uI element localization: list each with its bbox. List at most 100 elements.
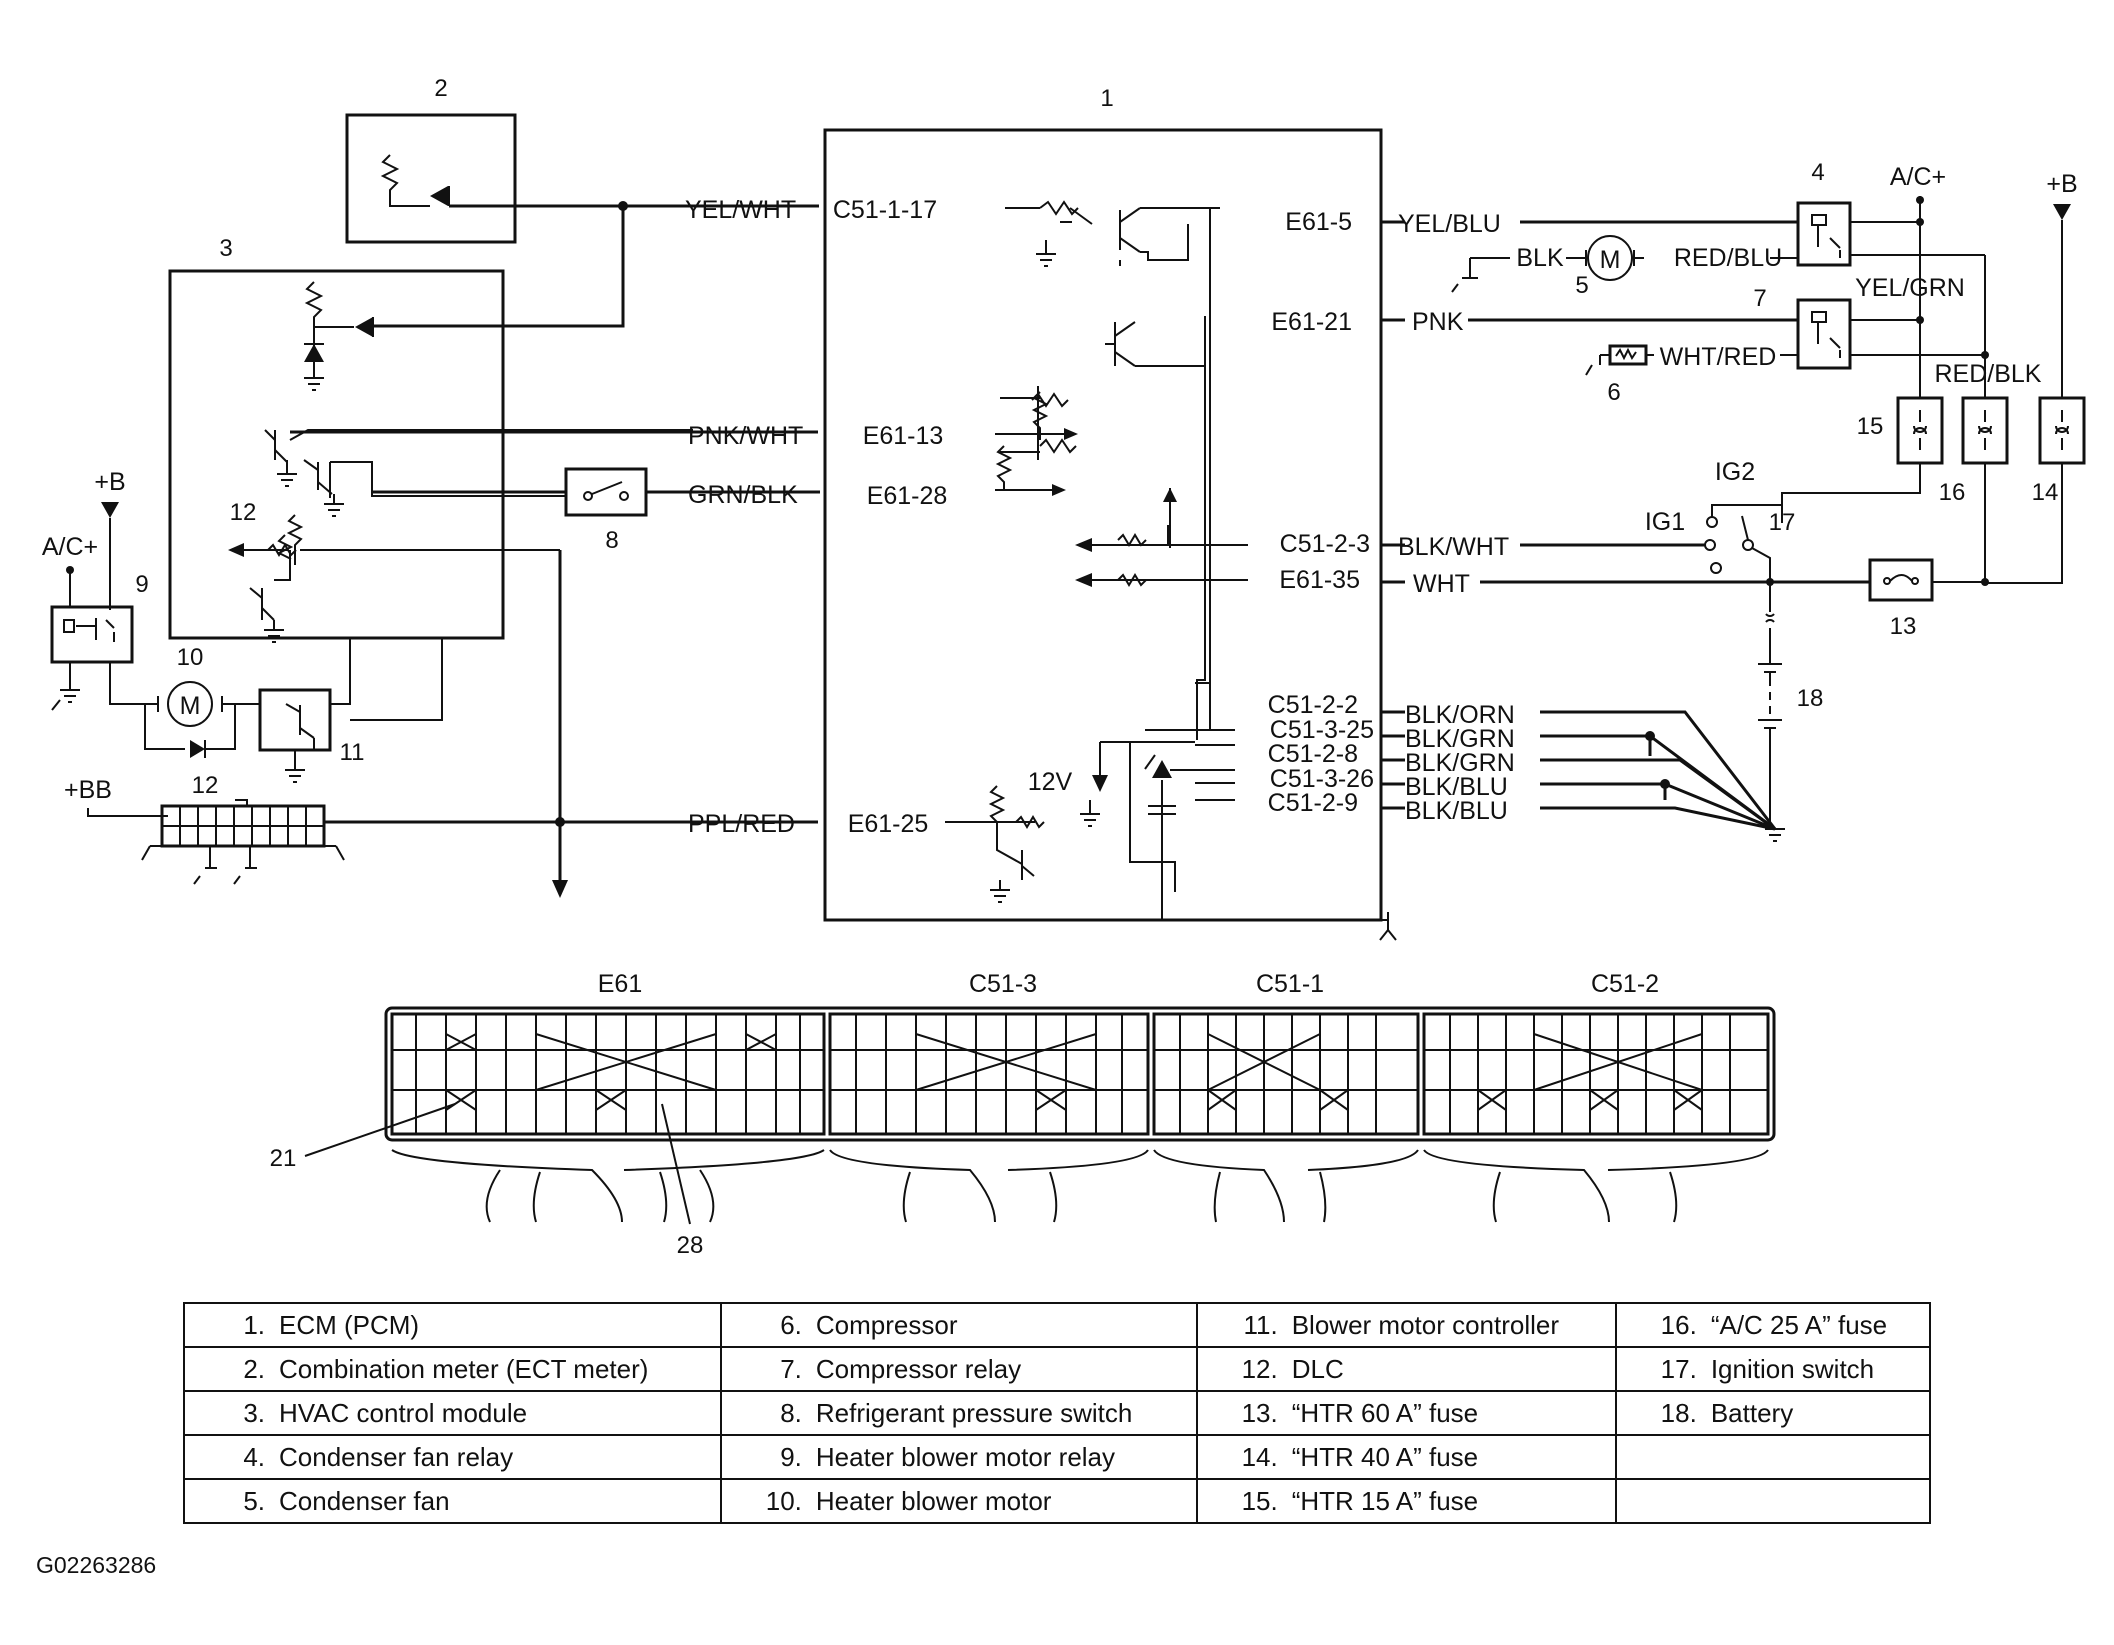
terminal-c51-2-2: C51-2-2 — [1268, 691, 1358, 719]
bb-plus-label: +BB — [64, 776, 112, 804]
legend-item: 8.Refrigerant pressure switch — [719, 1390, 1198, 1436]
legend-item: 7.Compressor relay — [719, 1346, 1198, 1392]
ignition-switch: IG2 IG1 17 — [1645, 458, 1795, 582]
legend-item: 6.Compressor — [719, 1302, 1198, 1348]
legend-item: 9.Heater blower motor relay — [719, 1434, 1198, 1480]
callout-4: 4 — [1811, 159, 1824, 186]
wire-blk-blu-1-label: BLK/BLU — [1405, 773, 1508, 801]
callout-12a: 12 — [230, 499, 257, 526]
terminal-c51-3-25: C51-3-25 — [1270, 716, 1374, 744]
legend-row: 2.Combination meter (ECT meter) 7.Compre… — [183, 1346, 1932, 1392]
b-plus-left-label: +B — [94, 468, 125, 496]
connector-c51-3-label: C51-3 — [969, 970, 1037, 998]
ac-plus-right-label: A/C+ — [1890, 163, 1946, 191]
legend-item: 11.Blower motor controller — [1195, 1302, 1617, 1348]
wire-grn-blk-label: GRN/BLK — [688, 481, 798, 509]
callout-16: 16 — [1939, 479, 1966, 506]
connector-c51-1-label: C51-1 — [1256, 970, 1324, 998]
wire-red-blk-label: RED/BLK — [1935, 360, 2042, 388]
fuse-16: 16 — [1939, 396, 2009, 586]
ig1-label: IG1 — [1645, 508, 1685, 536]
wire-blk-blu-2-label: BLK/BLU — [1405, 797, 1508, 825]
combination-meter: 2 — [345, 75, 628, 244]
hvac-control-module: 3 12 — [168, 235, 693, 643]
legend-row: 3.HVAC control module 8.Refrigerant pres… — [183, 1390, 1932, 1436]
callout-1: 1 — [1100, 85, 1113, 112]
terminal-e61-21: E61-21 — [1271, 308, 1352, 336]
component-legend: 1.ECM (PCM) 6.Compressor 11.Blower motor… — [183, 1302, 1932, 1524]
terminal-c51-2-9: C51-2-9 — [1268, 789, 1358, 817]
callout-pin-21: 21 — [270, 1145, 297, 1172]
blower-section: +B A/C+ 9 M 10 11 — [42, 468, 443, 783]
wire-blk-grn-2-label: BLK/GRN — [1405, 749, 1515, 777]
callout-8: 8 — [605, 527, 618, 554]
legend-item: 13.“HTR 60 A” fuse — [1195, 1390, 1617, 1436]
dlc-connector: +BB 12 — [64, 772, 345, 885]
wire-yel-blu-label: YEL/BLU — [1398, 210, 1501, 238]
wire-blk-wht-label: BLK/WHT — [1398, 533, 1509, 561]
motor-10-letter: M — [180, 692, 201, 720]
legend-item: 14.“HTR 40 A” fuse — [1195, 1434, 1617, 1480]
callout-5: 5 — [1575, 272, 1588, 299]
legend-row: 1.ECM (PCM) 6.Compressor 11.Blower motor… — [183, 1302, 1932, 1348]
ecm-block: 1 — [823, 85, 1397, 941]
legend-item: 10.Heater blower motor — [719, 1478, 1198, 1524]
callout-3: 3 — [219, 235, 232, 262]
terminal-c51-2-8: C51-2-8 — [1268, 740, 1358, 768]
callout-pin-28: 28 — [677, 1232, 704, 1259]
wire-yel-wht-label: YEL/WHT — [685, 196, 796, 224]
legend-item: 15.“HTR 15 A” fuse — [1195, 1478, 1617, 1524]
condenser-fan: BLK M RED/BLU 5 — [1451, 235, 1798, 299]
terminal-e61-25: E61-25 — [848, 810, 929, 838]
condenser-fan-relay: 4 — [1796, 159, 1920, 267]
terminal-e61-35: E61-35 — [1279, 566, 1360, 594]
motor-5-letter: M — [1600, 246, 1621, 274]
legend-empty-cell — [1614, 1478, 1932, 1524]
connector-c51-2-label: C51-2 — [1591, 970, 1659, 998]
callout-10: 10 — [177, 644, 204, 671]
terminal-c51-1-17: C51-1-17 — [833, 196, 937, 224]
wire-ground-bundle — [1649, 734, 1776, 831]
callout-9: 9 — [135, 571, 148, 598]
callout-14: 14 — [2032, 479, 2059, 506]
wire-blk-orn — [1381, 710, 1777, 830]
wire-meter-to-hvac — [373, 206, 625, 328]
fuse-15: 15 — [1781, 396, 1944, 523]
terminal-e61-13: E61-13 — [863, 422, 944, 450]
legend-row: 4.Condenser fan relay 9.Heater blower mo… — [183, 1434, 1932, 1480]
battery: 18 — [1758, 578, 1823, 828]
ecm-left-terminals: C51-1-17 E61-13 E61-28 E61-25 — [833, 196, 947, 838]
terminal-c51-3-26: C51-3-26 — [1270, 765, 1374, 793]
wire-ppl-red-label: PPL/RED — [688, 810, 795, 838]
b-plus-right-label: +B — [2046, 170, 2077, 198]
wire-blk-orn-label: BLK/ORN — [1405, 701, 1515, 729]
wire-yel-grn-label: YEL/GRN — [1855, 274, 1965, 302]
wire-red-blu-label: RED/BLU — [1674, 244, 1782, 272]
callout-2: 2 — [434, 75, 447, 102]
refrigerant-pressure-switch: 8 — [564, 467, 648, 554]
terminal-c51-2-3: C51-2-3 — [1280, 530, 1370, 558]
callout-18: 18 — [1797, 685, 1824, 712]
wire-wht-red-label: WHT/RED — [1660, 343, 1777, 371]
legend-item: 5.Condenser fan — [183, 1478, 722, 1524]
callout-13: 13 — [1890, 613, 1917, 640]
legend-item: 3.HVAC control module — [183, 1390, 722, 1436]
compressor-relay: 7 — [1753, 285, 1985, 370]
fuse-14: 14 — [1985, 396, 2086, 584]
ig2-label: IG2 — [1715, 458, 1755, 486]
terminal-e61-28: E61-28 — [867, 482, 948, 510]
compressor: WHT/RED 6 — [1585, 343, 1798, 406]
legend-empty-cell — [1614, 1434, 1932, 1480]
connector-e61-label: E61 — [598, 970, 642, 998]
legend-row: 5.Condenser fan 10.Heater blower motor 1… — [183, 1478, 1932, 1524]
legend-item: 17.Ignition switch — [1614, 1346, 1932, 1392]
legend-item: 2.Combination meter (ECT meter) — [183, 1346, 722, 1392]
ac-plus-left-label: A/C+ — [42, 533, 98, 561]
callout-11: 11 — [340, 739, 365, 766]
v12-label: 12V — [1028, 768, 1073, 796]
wire-pnk-label: PNK — [1412, 308, 1464, 336]
ecm-connector-faces: E61 C51-3 C51-1 C51-2 21 28 — [270, 970, 1776, 1259]
wire-wht-label: WHT — [1413, 570, 1470, 598]
callout-12b: 12 — [192, 772, 219, 799]
